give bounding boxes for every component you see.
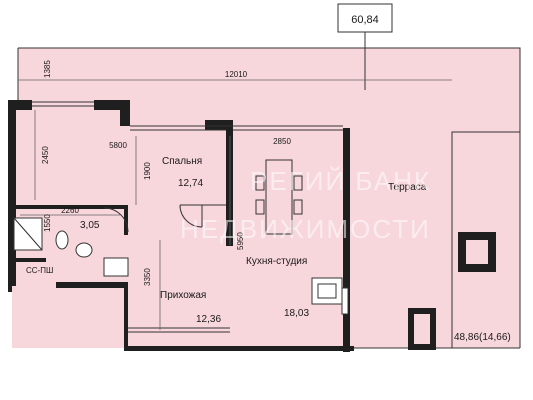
terrace-name: Терраса	[388, 182, 427, 193]
bedroom-name: Спальня	[162, 156, 202, 167]
kitchen-area: 18,03	[284, 308, 309, 319]
hallway-name: Прихожая	[160, 290, 206, 301]
dim-2260: 2260	[61, 206, 79, 215]
dim-12010: 12010	[225, 70, 248, 79]
watermark-line1: РЕГИЙ БАНК	[250, 166, 431, 196]
terrace-area: 48,86(14,66)	[454, 332, 511, 343]
bathroom-area: 3,05	[80, 220, 100, 231]
dim-1385: 1385	[43, 60, 52, 78]
bathroom-fixtures	[13, 217, 129, 277]
kitchen-counter	[311, 277, 349, 315]
dimension-lines	[18, 79, 452, 330]
floor-fill	[12, 48, 520, 348]
watermark-line2: НЕДВИЖИМОСТИ	[180, 214, 431, 244]
dim-2450: 2450	[41, 146, 50, 164]
hallway-area: 12,36	[196, 314, 221, 325]
total-area-value: 60,84	[351, 14, 379, 26]
dim-1900: 1900	[143, 162, 152, 180]
kitchen-name: Кухня-студия	[246, 256, 307, 267]
cc-pipe-label: СС-ПШ	[26, 266, 53, 275]
window-lines	[32, 101, 343, 333]
dining-table	[255, 159, 303, 235]
dim-2850: 2850	[273, 137, 291, 146]
dim-1550: 1550	[43, 214, 52, 232]
dim-5950: 5950	[236, 232, 245, 250]
post-holes	[414, 240, 488, 344]
bedroom-area: 12,74	[178, 178, 203, 189]
dim-3350: 3350	[143, 268, 152, 286]
dim-5800: 5800	[109, 141, 127, 150]
